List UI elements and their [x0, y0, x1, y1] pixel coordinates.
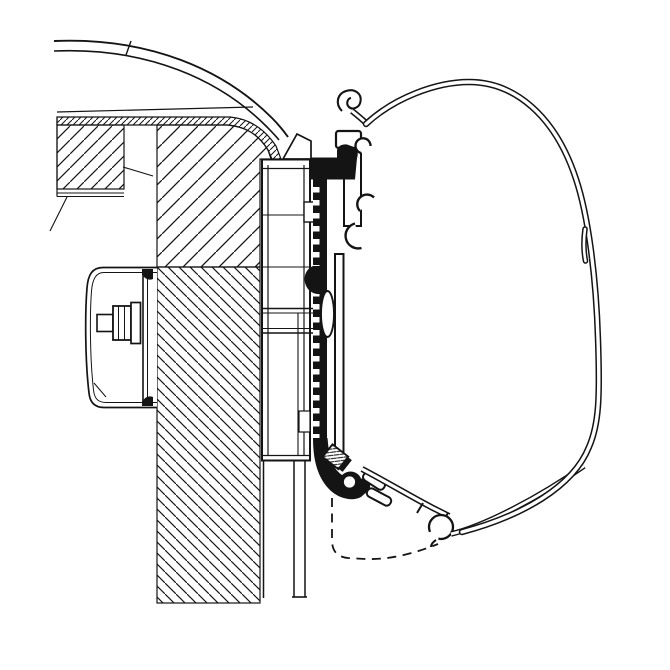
bottom-lead-rail	[360, 463, 586, 548]
wall-mount-bolt-cover	[84, 266, 157, 409]
plate-clip-bottom	[142, 396, 153, 406]
adapter-rail	[261, 132, 316, 598]
hidden-outline-dashed	[331, 498, 439, 560]
roof-inner-curve	[53, 49, 280, 141]
rail-hook-end	[430, 539, 437, 548]
profile-hook-top	[354, 137, 372, 155]
awning-case-outline	[362, 78, 603, 536]
vehicle-roof-section	[56, 116, 282, 268]
cover-inner-line	[89, 272, 157, 403]
screw-collar	[338, 457, 352, 472]
interior-ceiling-line	[56, 106, 254, 113]
roof-outer-curve	[53, 39, 289, 138]
vehicle-wall-section	[156, 266, 261, 604]
bolt-washer	[130, 301, 142, 345]
awning-mounting-profile	[334, 89, 375, 455]
gasket-top-hook	[311, 144, 358, 180]
bolt-nut	[112, 305, 132, 341]
leader-lines	[49, 166, 154, 232]
roof-pillar-section	[156, 124, 273, 268]
through-bolt	[96, 301, 142, 345]
adapter-top-wedge	[281, 132, 312, 160]
plate-clip-top	[142, 269, 153, 280]
adapter-boss-bottom	[298, 410, 311, 433]
pivot-bore	[343, 476, 356, 488]
profile-hook-middle	[356, 193, 375, 212]
cover-shade-line	[93, 382, 107, 398]
case-shell	[364, 80, 601, 534]
bolt-shank-lens	[320, 290, 335, 338]
rail-lip	[416, 502, 424, 514]
leader-line	[122, 166, 154, 177]
roof-outline	[53, 39, 289, 141]
rail-bar	[361, 467, 450, 518]
fixing-screw	[321, 443, 352, 472]
leader-line	[49, 196, 68, 232]
profile-top-curl	[336, 89, 362, 112]
roof-slab-section	[56, 124, 125, 190]
case-seam-clip	[582, 227, 587, 263]
profile-leg	[334, 253, 345, 455]
bottom-fixing	[321, 443, 393, 507]
gasket-serrated-strip	[313, 179, 327, 439]
profile-hook-cup	[344, 222, 362, 250]
roof-curve-tick	[125, 40, 132, 56]
clip-finger	[365, 487, 393, 507]
wall-section	[156, 266, 261, 604]
bolt-shaft	[96, 313, 114, 333]
rail-tail	[450, 463, 586, 537]
gasket-bulge	[304, 266, 327, 295]
